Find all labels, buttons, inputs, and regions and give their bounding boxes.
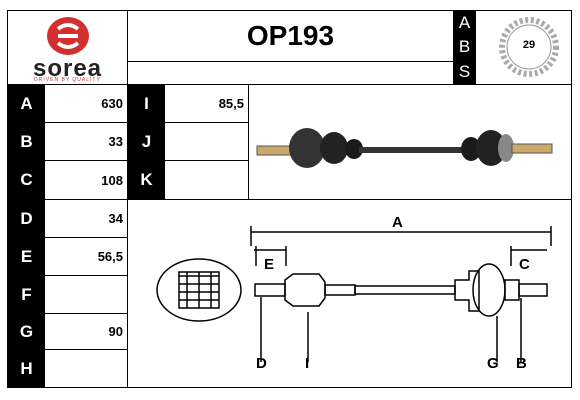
row-letter-A: A <box>8 85 45 122</box>
gear-icon <box>499 17 559 77</box>
row-value-D: 34 <box>108 211 123 226</box>
row-value-C: 108 <box>101 172 123 188</box>
row-letter-B: B <box>8 123 45 160</box>
brand-tagline: DRIVEN BY QUALITY <box>34 77 101 83</box>
abs-letter: S <box>453 59 476 84</box>
row-letter-G: G <box>8 314 45 349</box>
row-letter-F: F <box>8 276 45 313</box>
brand-name: sorea <box>32 55 103 82</box>
part-number-title: OP193 <box>246 20 335 51</box>
row-value-F <box>45 276 127 313</box>
row-letter-E: E <box>8 238 45 275</box>
dim-label-E: E <box>264 256 275 273</box>
dim-label-A: A <box>392 214 403 231</box>
row-value-E: 56,5 <box>97 249 123 264</box>
row-value-I: 85,5 <box>218 96 244 111</box>
dim-label-C: C <box>519 256 530 273</box>
dim-label-I: I <box>305 355 310 372</box>
abs-ring-gear: 29 <box>477 11 571 84</box>
dim-label-B: B <box>516 355 527 372</box>
row-letter-D: D <box>8 200 45 237</box>
row-letter-C: C <box>8 161 45 199</box>
divider <box>8 84 572 85</box>
brand-logo: sorea DRIVEN BY QUALITY <box>8 11 127 84</box>
sorea-logo-icon <box>47 17 89 55</box>
dimension-diagram: A E C D I G B <box>128 200 571 387</box>
row-value-A: 630 <box>101 96 123 111</box>
row-letter-J: J <box>128 123 165 160</box>
driveshaft-photo-icon <box>256 128 553 168</box>
row-value-K <box>165 161 248 199</box>
abs-letter: A <box>453 11 476 35</box>
driveshaft-photo <box>249 85 571 199</box>
dim-label-D: D <box>256 355 267 372</box>
row-value-G: 90 <box>108 324 123 339</box>
dimension-diagram-icon <box>156 226 552 362</box>
row-value-J <box>165 123 248 160</box>
divider <box>128 61 453 62</box>
abs-letter: B <box>453 35 476 59</box>
abs-teeth-count: 29 <box>522 39 536 51</box>
row-letter-K: K <box>128 161 165 199</box>
row-value-B: 33 <box>108 134 123 149</box>
dim-label-G: G <box>487 355 499 372</box>
row-value-H <box>45 350 127 387</box>
row-letter-I: I <box>128 85 165 122</box>
row-letter-H: H <box>8 350 45 387</box>
